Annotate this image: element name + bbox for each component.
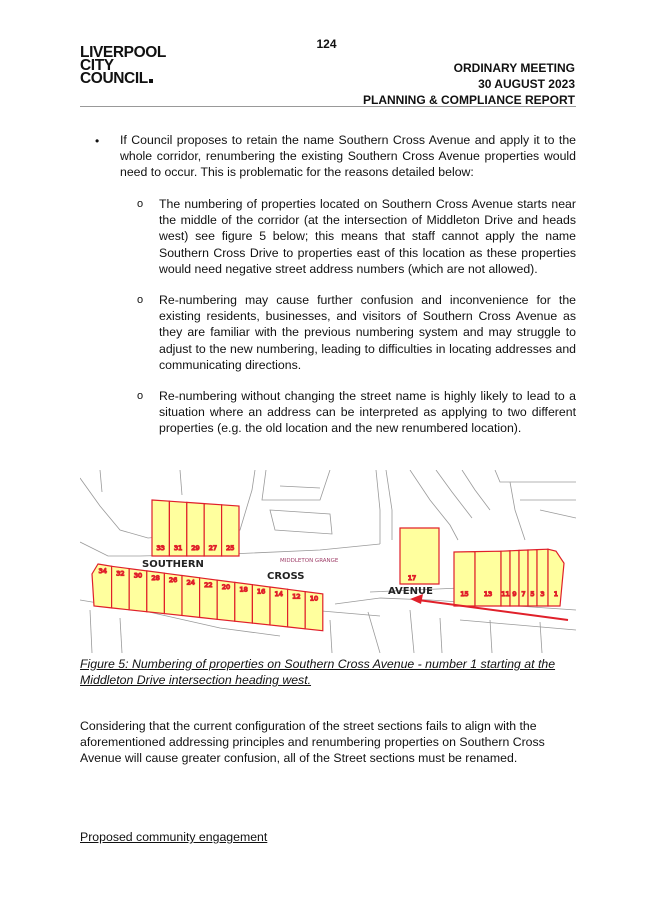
lot-number: 11: [501, 590, 509, 598]
road-edge: [375, 470, 381, 544]
property-lot: [91, 563, 113, 609]
lot-number: 10: [310, 595, 318, 603]
direction-arrow: [410, 594, 569, 621]
logo-line-1: LIVERPOOL: [80, 44, 166, 61]
lot-number: 24: [187, 579, 195, 587]
road-edge: [435, 470, 473, 519]
property-lot: [221, 504, 240, 557]
sub-bullet-marker: o: [137, 294, 144, 306]
road-edge: [539, 509, 576, 519]
road-edge: [261, 470, 331, 501]
sub-bullet-marker: o: [137, 198, 144, 210]
road-edge: [80, 470, 256, 539]
lot-number: 15: [460, 590, 468, 598]
header-divider: [80, 106, 576, 107]
suburb-label: MIDDLETON GRANGE: [280, 558, 339, 564]
property-lot: [399, 527, 440, 585]
lot-number: 31: [174, 544, 182, 552]
lot-number: 30: [134, 572, 142, 580]
lot-number: 25: [226, 544, 234, 552]
lot-number: 17: [408, 574, 416, 582]
property-lot: [547, 548, 565, 607]
road-edge: [329, 619, 333, 653]
logo-line-3: COUNCIL: [80, 71, 200, 86]
lot-number: 14: [275, 590, 283, 598]
road-edge: [89, 609, 93, 653]
lot-number: 22: [204, 581, 212, 589]
road-edge: [459, 619, 576, 631]
lot-number: 33: [157, 544, 165, 552]
lot-number: 32: [116, 569, 124, 577]
road-edge: [179, 470, 183, 496]
lot-number: 20: [222, 583, 230, 591]
lot-number: 7: [521, 590, 525, 598]
logo-line-2: CITY: [80, 57, 114, 74]
road-edge: [494, 470, 576, 483]
lot-number: 13: [484, 590, 492, 598]
meeting-date: 30 AUGUST 2023: [478, 77, 575, 91]
lot-number: 34: [99, 567, 107, 575]
road-edge: [367, 611, 381, 653]
page-number: 124: [316, 37, 337, 51]
report-header: ORDINARY MEETING 30 AUGUST 2023 PLANNING…: [363, 60, 575, 108]
road-edge: [409, 609, 415, 653]
lot-number: 27: [209, 544, 217, 552]
street-label-southern: SOUTHERN: [142, 559, 204, 570]
road-edge: [409, 470, 459, 541]
council-logo: LIVERPOOL CITY COUNCIL: [80, 44, 200, 87]
lot-number: 9: [512, 590, 516, 598]
road-edge: [489, 619, 493, 653]
lot-number: 26: [169, 576, 177, 584]
road-edge: [119, 617, 123, 653]
road-edge: [279, 485, 321, 489]
closing-paragraph: Considering that the current configurati…: [80, 719, 545, 766]
lot-number: 28: [151, 574, 159, 582]
road-edge: [439, 617, 443, 653]
lot-number: 12: [292, 592, 300, 600]
road-edge: [509, 481, 526, 541]
street-label-avenue: AVENUE: [388, 586, 433, 597]
lot-number: 16: [257, 588, 265, 596]
report-title: PLANNING & COMPLIANCE REPORT: [362, 93, 575, 107]
engagement-heading: Proposed community engagement: [80, 830, 268, 844]
road-edge: [99, 470, 103, 493]
lot-number: 18: [239, 585, 247, 593]
sub-bullet-item: Re-numbering may cause further confusion…: [159, 293, 576, 372]
property-lot: [304, 590, 324, 632]
bullet-paragraph: If Council proposes to retain the name S…: [120, 133, 576, 180]
sub-bullet-item: The numbering of properties located on S…: [159, 197, 576, 276]
lot-number: 29: [191, 544, 199, 552]
road-edge: [385, 470, 393, 540]
lot-number: 5: [530, 590, 534, 598]
sub-bullet-item: Re-numbering without changing the street…: [159, 389, 576, 436]
meeting-title: ORDINARY MEETING: [453, 61, 575, 75]
bullet-marker: •: [95, 134, 100, 148]
lot-number: 1: [554, 590, 558, 598]
figure-caption: Figure 5: Numbering of properties on Sou…: [80, 657, 556, 688]
road-edge: [269, 509, 333, 535]
sub-bullet-marker: o: [137, 390, 144, 402]
street-label-cross: CROSS: [267, 571, 305, 582]
lot-number: 3: [540, 590, 544, 598]
road-edge: [461, 470, 491, 511]
